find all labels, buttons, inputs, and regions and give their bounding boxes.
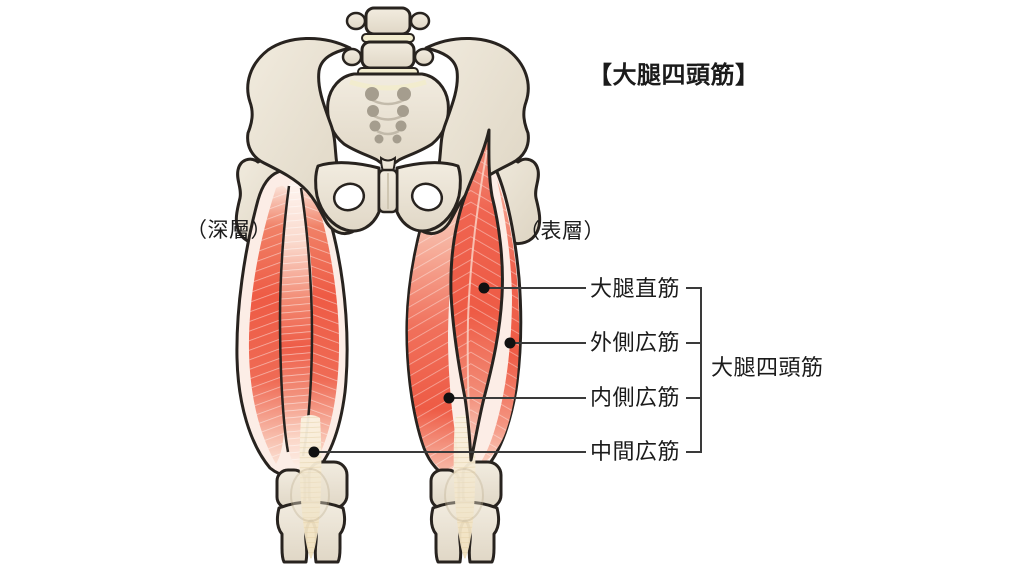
muscle-label-vastus-intermedius: 中間広筋: [590, 439, 681, 464]
layer-label-deep: （深層）: [186, 219, 272, 242]
left-leg-deep-layer: [235, 168, 349, 564]
group-bracket: [686, 287, 702, 453]
group-label-quadriceps: 大腿四頭筋: [711, 355, 824, 380]
sacrum: [326, 72, 450, 183]
layer-label-surface: （表層）: [519, 220, 605, 243]
muscle-label-vastus-lateralis: 外側広筋: [590, 330, 681, 355]
leader-dots: [308, 282, 516, 458]
muscle-label-rectus-femoris: 大腿直筋: [590, 276, 681, 301]
muscle-label-vastus-medialis: 内側広筋: [590, 385, 681, 410]
obturator-foramen-left: [332, 182, 366, 212]
lumbar-spine: [341, 6, 435, 77]
obturator-foramen-right: [410, 182, 444, 212]
leader-lines: [314, 287, 586, 453]
pelvis: [246, 6, 530, 236]
figure-title: 【大腿四頭筋】: [588, 62, 760, 89]
